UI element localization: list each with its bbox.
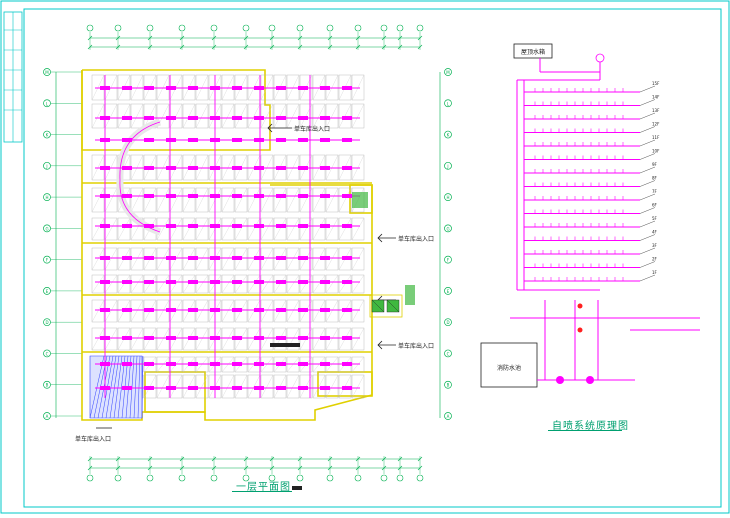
axis-label: E (447, 289, 450, 294)
floor-tag: 7F (652, 189, 658, 194)
axis-bubble: B (43, 380, 51, 389)
axis-bubble: M (43, 68, 51, 76)
entrance-label-1: 单车库出入口 (294, 126, 331, 133)
axis-label: L (46, 101, 49, 106)
axis-label: G (446, 226, 449, 231)
axis-bubble: L (444, 99, 452, 108)
floor-tag: 14F (652, 95, 660, 100)
axis-bubble: A (444, 412, 452, 420)
roof-tank (513, 43, 553, 59)
floor-tag: 8F (652, 176, 658, 181)
axis-label: M (45, 70, 49, 75)
floor-tag: 10F (652, 149, 660, 154)
axis-bubble: C (444, 349, 452, 358)
axis-bubble: L (43, 99, 51, 108)
system-title-underline (548, 430, 622, 431)
axis-label: D (45, 320, 48, 325)
valve-icon (577, 327, 583, 333)
axis-bubble: D (444, 318, 452, 327)
axis-bubble: C (43, 349, 51, 358)
axis-bubble: F (43, 255, 51, 264)
axis-bubble: B (444, 380, 452, 389)
axis-label: B (46, 383, 49, 388)
axis-label: K (46, 133, 49, 138)
axis-bubble: J (43, 161, 51, 170)
axis-label: E (46, 289, 49, 294)
system-title: 自喷系统原理图 (552, 421, 629, 432)
floor-tag: 9F (652, 162, 658, 167)
axis-bubble: J (444, 161, 452, 170)
floor-tag: 11F (652, 135, 660, 140)
axis-bubbles-left: M L K J H G F E D C B A (43, 68, 82, 420)
axis-label: B (447, 383, 450, 388)
scale-bar (292, 486, 302, 490)
pump-icon (586, 376, 594, 384)
floor-tag: 15F (652, 81, 660, 86)
axis-label: J (446, 164, 448, 169)
axis-bubble: H (444, 193, 452, 201)
axis-bubble: G (43, 224, 51, 233)
entrance-label-3: 单车库出入口 (398, 343, 435, 350)
axis-label: C (447, 351, 450, 356)
floor-tag: 1F (652, 270, 658, 275)
axis-bubble: K (43, 130, 51, 139)
equipment-room (352, 192, 415, 318)
floor-tag: 12F (652, 122, 660, 127)
plan-dimensions (55, 37, 441, 469)
ramp-area (89, 355, 144, 419)
axis-bubble: E (444, 287, 452, 295)
axis-bubble: A (43, 412, 51, 420)
axis-label: G (45, 226, 48, 231)
axis-bubble: K (444, 130, 452, 139)
fire-pool (480, 342, 538, 388)
valve-icon (595, 53, 605, 63)
floor-tag: 3F (652, 243, 658, 248)
system-diagram: 屋顶水箱 消防水池 15F 14F 13F 12F 11F 10F 9F 8F 7F 6F 5F 4F… (480, 43, 700, 388)
valve-icon (577, 303, 583, 309)
axis-label: A (447, 414, 450, 419)
axis-label: F (46, 258, 49, 263)
axis-label: M (446, 70, 450, 75)
axis-label: F (447, 258, 450, 263)
entrance-label-2: 单车库出入口 (398, 236, 435, 243)
axis-bubble: F (444, 255, 452, 264)
pump-icon (556, 376, 564, 384)
axis-bubble: H (43, 193, 51, 201)
plan-title: 一层平面图 (236, 482, 291, 493)
fire-pool-label: 消防水池 (497, 364, 521, 372)
axis-bubble: D (43, 318, 51, 327)
roof-tank-label: 屋顶水箱 (521, 48, 545, 56)
inner-frame (23, 8, 722, 508)
axis-bubble: M (444, 68, 452, 76)
axis-label: L (447, 101, 450, 106)
plan-title-underline (232, 491, 292, 492)
axis-label: J (45, 164, 47, 169)
entrance-label-4: 单车库出入口 (75, 436, 112, 443)
axis-label: H (45, 195, 48, 200)
axis-label: C (46, 351, 49, 356)
axis-bubble: G (444, 224, 452, 233)
black-bar (270, 343, 300, 347)
dimension-ticks (86, 24, 424, 482)
floor-tag: 6F (652, 203, 658, 208)
axis-label: A (46, 414, 49, 419)
floor-tag: 13F (652, 108, 660, 113)
axis-label: H (446, 195, 449, 200)
floor-tag: 5F (652, 216, 658, 221)
plan-sprinkler-pipes (95, 75, 360, 398)
axis-label: K (447, 133, 450, 138)
title-block-icon (3, 11, 23, 143)
floor-tag: 2F (652, 257, 658, 262)
axis-bubbles-right: M L K J H G F E D C B A (444, 68, 452, 420)
floor-tag: 4F (652, 230, 658, 235)
axis-bubble: E (43, 287, 51, 295)
axis-label: D (446, 320, 449, 325)
